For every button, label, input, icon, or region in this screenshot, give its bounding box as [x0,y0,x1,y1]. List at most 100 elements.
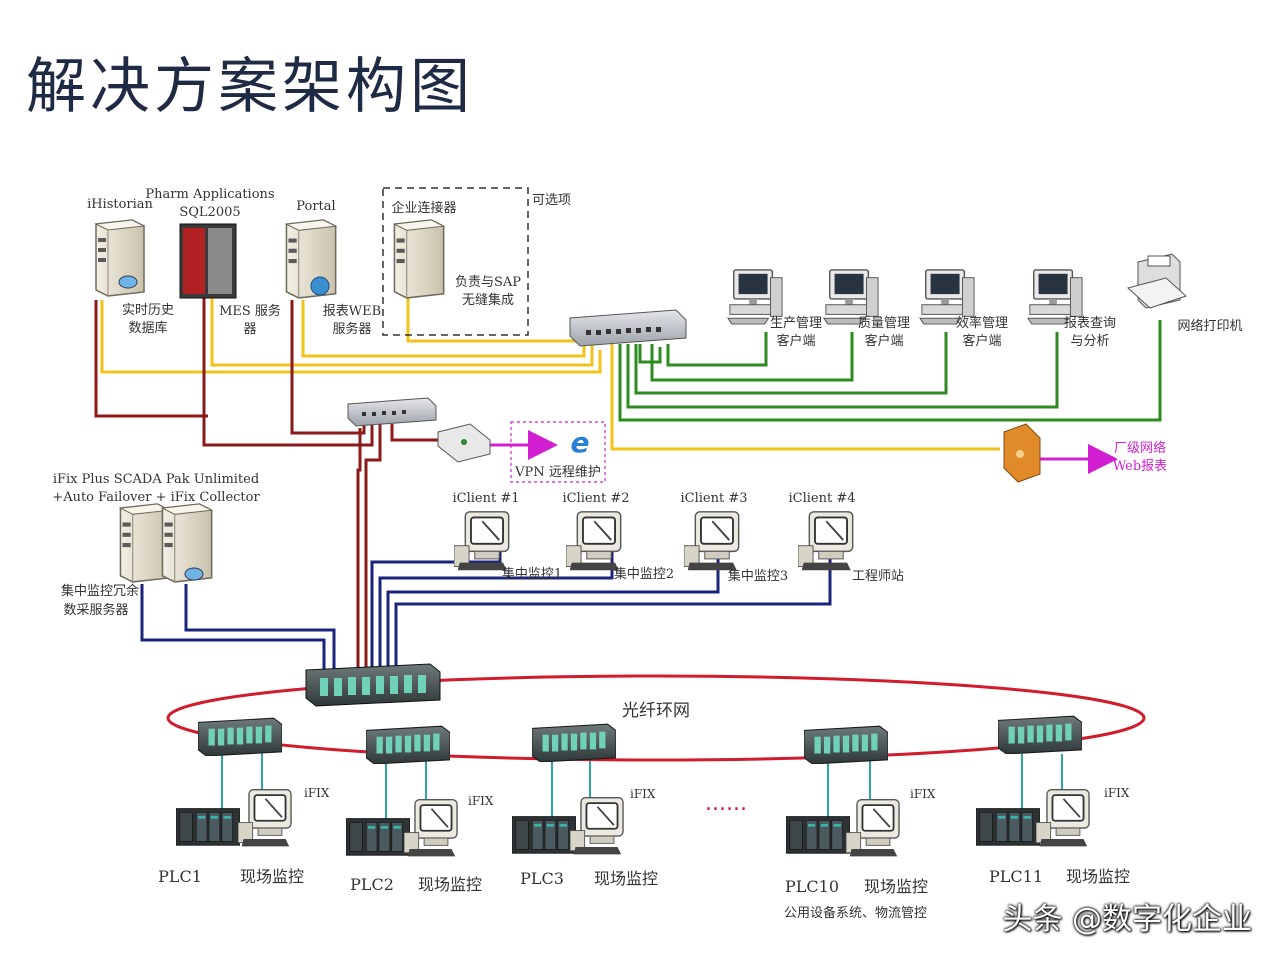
iclient-4: iClient #4 工程师站 [788,491,904,584]
vpn-router [437,423,491,463]
wires [94,296,1162,820]
scada-desc-1: 集中监控冗余 [61,583,139,599]
client-4-line2: 与分析 [1070,334,1109,349]
optional-label: 可选项 [532,193,571,208]
client-pc-3: 效率管理 客户端 [919,269,1008,349]
iclient-4-label: 工程师站 [852,569,904,584]
pharm-desc-1: MES 服务 [219,303,281,319]
plc-1-station: 现场监控 [240,867,304,886]
plc-group-10: iFIX PLC10 现场监控 [785,787,936,896]
connector-desc-1: 负责与SAP [455,275,521,290]
pharm-title-1: Pharm Applications [145,187,274,202]
historian-desc-1: 实时历史 [122,303,174,318]
plc-2-station: 现场监控 [418,875,482,894]
vpn-box: e VPN 远程维护 [510,421,606,483]
ring-switch-1 [198,717,282,756]
plc-group-1: iFIX PLC1 现场监控 [158,786,330,886]
client-pc-4: 报表查询 与分析 [1027,269,1116,349]
plc-1-ifix: iFIX [304,786,330,800]
server-portal: Portal 报表WEB 服务器 [285,199,381,337]
pharm-title-2: SQL2005 [179,205,240,220]
iclient-3-label: 集中监控3 [728,568,788,584]
plc-group-11: iFIX PLC11 现场监控 [976,786,1130,886]
connector-desc-2: 无缝集成 [462,292,514,308]
historian-desc-2: 数据库 [128,320,167,336]
iclient-1-label: 集中监控1 [502,566,562,582]
plc-2-ifix: iFIX [468,794,494,808]
plc-3-station: 现场监控 [594,869,658,888]
iclient-1-name: iClient #1 [452,491,519,506]
watermark: 头条 @数字化企业 [1002,902,1252,937]
plc-group-2: iFIX PLC2 现场监控 [346,794,494,894]
historian-title: iHistorian [87,197,153,212]
iclient-2-label: 集中监控2 [614,566,674,582]
plc-3-name: PLC3 [520,869,564,888]
plc-rack-icon [176,808,240,846]
server-pharm-mes: Pharm Applications SQL2005 MES 服务 器 [145,187,281,337]
iclient-1: iClient #1 集中监控1 [452,491,562,582]
plc-3-ifix: iFIX [630,787,656,801]
client-pc-2: 质量管理 客户端 [823,269,910,349]
scada-title-1: iFix Plus SCADA Pak Unlimited [53,472,259,487]
client-1-line1: 生产管理 [770,316,822,331]
iclient-3: iClient #3 集中监控3 [680,491,788,584]
fiber-ring [166,674,1146,762]
ring-switch-5 [998,715,1082,754]
plc-group-3: iFIX PLC3 现场监控 [512,787,658,888]
plc-11-station: 现场监控 [1066,867,1130,886]
client-pc-1: 生产管理 客户端 [727,269,822,349]
plc-rack-icon [346,818,410,856]
plc-10-ifix: iFIX [910,787,936,801]
plc-rack-icon [976,808,1040,846]
ring-switch-3 [532,723,616,762]
main-network-switch [569,309,687,347]
printer-label: 网络打印机 [1177,318,1242,334]
page-title: 解决方案架构图 [26,52,474,122]
server-historian: iHistorian 实时历史 数据库 [87,197,174,336]
monitor-icon [238,788,292,848]
client-4-line1: 报表查询 [1064,316,1116,331]
firewall-icon [1003,423,1041,483]
portal-desc-1: 报表WEB [323,304,381,319]
globe-icon [310,276,330,296]
client-1-line2: 客户端 [776,333,815,349]
scada-desc-2: 数采服务器 [63,602,128,618]
portal-title: Portal [296,199,335,214]
iclient-2: iClient #2 集中监控2 [562,491,674,582]
monitor-icon [846,798,900,858]
database-icon [118,275,138,289]
monitor-icon [404,798,458,858]
server-connector: 企业连接器 负责与SAP 无缝集成 [391,200,521,308]
ring-switch-4 [804,725,888,764]
optional-box [382,187,529,336]
iclient-2-name: iClient #2 [562,491,629,506]
plc-rack-icon [512,816,576,854]
client-2-line2: 客户端 [864,333,903,349]
client-3-line2: 客户端 [962,333,1001,349]
scada-title-2: +Auto Failover + iFix Collector [52,490,260,505]
scada-servers [119,503,213,583]
plc-1-name: PLC1 [158,867,202,886]
client-2-line1: 质量管理 [858,316,910,331]
printer-icon [1126,253,1187,309]
firewall-target-1: 厂级网络 [1114,440,1166,456]
iclient-3-name: iClient #3 [680,491,747,506]
vpn-label: VPN 远程维护 [514,465,601,480]
portal-desc-2: 服务器 [332,321,371,337]
core-ring-switch [305,663,441,707]
plc-10-station: 现场监控 [864,877,928,896]
browser-icon: e [571,426,590,459]
monitor-icon [570,796,624,856]
pharm-desc-2: 器 [243,322,256,337]
rack-server-icon [179,223,237,299]
monitor-icon [1036,788,1090,848]
plc-11-ifix: iFIX [1104,786,1130,800]
connector-title: 企业连接器 [391,200,456,216]
plc-10-name: PLC10 [785,877,839,896]
firewall-target-2: Web报表 [1113,459,1167,474]
ring-switch-2 [366,725,450,764]
plc-11-name: PLC11 [989,867,1043,886]
ring-label: 光纤环网 [622,701,690,721]
ellipsis-dots: ...... [705,791,747,816]
